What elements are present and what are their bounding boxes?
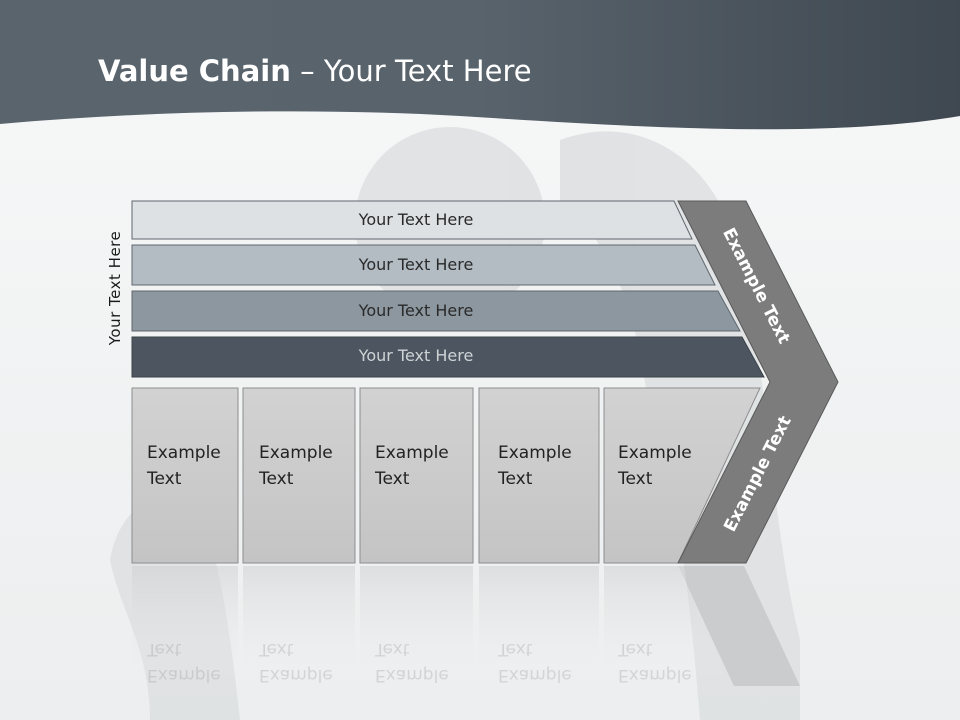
title-separator: – bbox=[290, 54, 324, 88]
band-label-2: Your Text Here bbox=[358, 255, 474, 274]
column-group bbox=[131, 387, 761, 564]
band-label-4: Your Text Here bbox=[358, 346, 474, 365]
column-box-4 bbox=[478, 387, 600, 564]
column-label-3-line2: Text bbox=[375, 469, 410, 489]
column-label-1-line1: Example bbox=[147, 443, 221, 463]
column-label-5: Example Text bbox=[618, 440, 713, 492]
column-label-5-line1: Example bbox=[618, 443, 692, 463]
column-box-2 bbox=[242, 387, 356, 564]
chevron-arrow bbox=[677, 200, 839, 564]
band-group bbox=[131, 200, 765, 378]
band-2 bbox=[131, 244, 716, 286]
band-1 bbox=[131, 200, 693, 240]
column-label-3: Example Text bbox=[375, 440, 470, 492]
column-label-4-line2: Text bbox=[498, 469, 533, 489]
column-label-4-line1: Example bbox=[498, 443, 572, 463]
column-box-1 bbox=[131, 387, 239, 564]
reflection-group bbox=[132, 566, 800, 686]
band-label-3: Your Text Here bbox=[358, 301, 474, 320]
column-label-2-line1: Example bbox=[259, 443, 333, 463]
column-label-5-line2: Text bbox=[618, 469, 653, 489]
column-label-2-line2: Text bbox=[259, 469, 294, 489]
column-box-3 bbox=[359, 387, 474, 564]
column-label-1: Example Text bbox=[147, 440, 242, 492]
title-rest: Your Text Here bbox=[323, 54, 532, 88]
column-label-2: Example Text bbox=[259, 440, 354, 492]
band-4 bbox=[131, 336, 765, 378]
band-3 bbox=[131, 290, 741, 332]
title-bold: Value Chain bbox=[98, 54, 291, 88]
column-label-4: Example Text bbox=[498, 440, 593, 492]
side-label: Your Text Here bbox=[106, 230, 124, 346]
column-label-3-line1: Example bbox=[375, 443, 449, 463]
band-label-1: Your Text Here bbox=[358, 210, 474, 229]
page-title: Value Chain – Your Text Here bbox=[98, 54, 532, 88]
header-banner bbox=[0, 0, 960, 130]
column-label-1-line2: Text bbox=[147, 469, 182, 489]
